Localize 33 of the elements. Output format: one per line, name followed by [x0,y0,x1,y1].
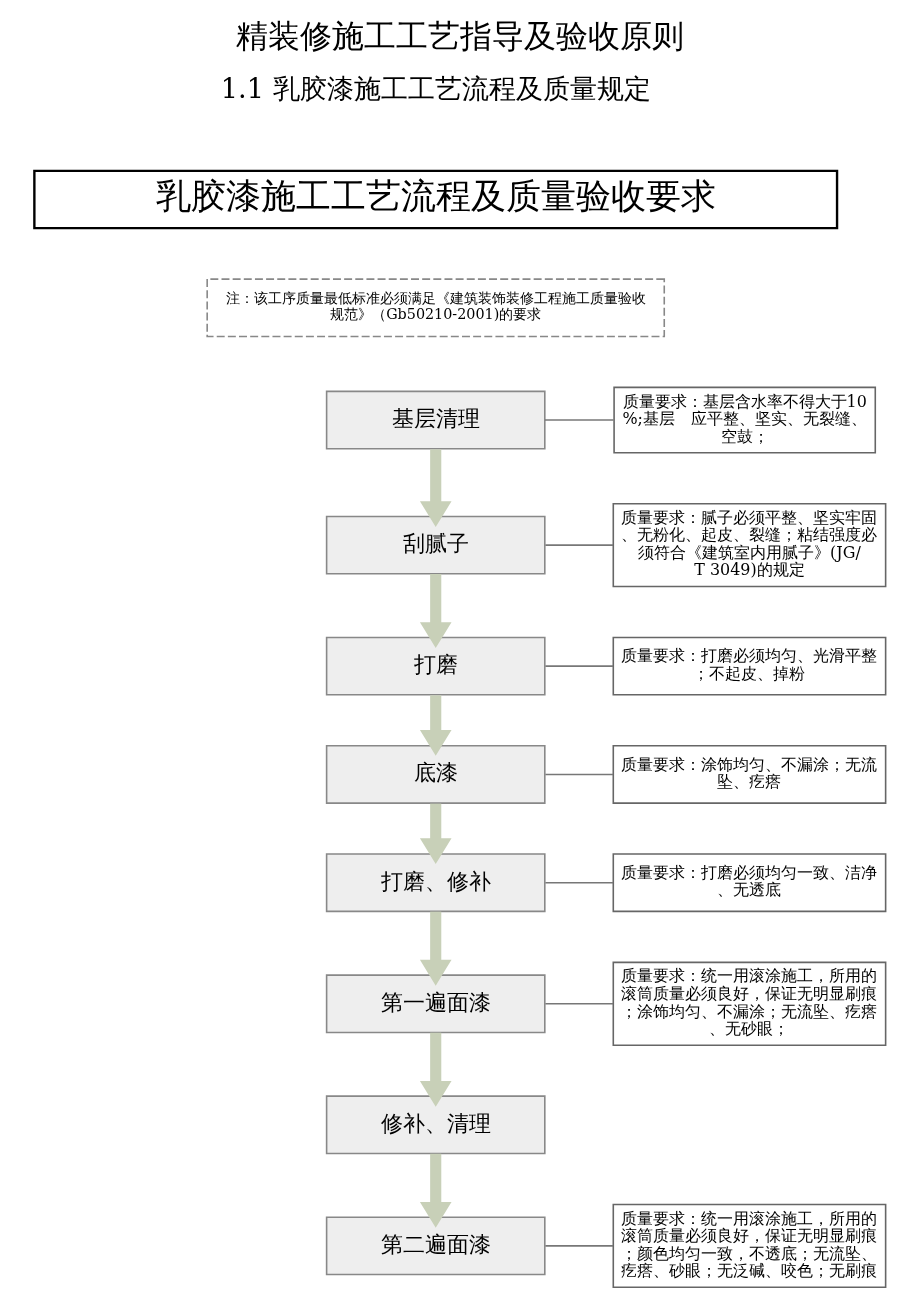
node-box: 乳胶漆施工工艺流程及质量验收要求 [33,169,839,230]
node-box: 第一遍面漆 [325,974,546,1034]
arrow [419,911,452,986]
node-box: 质量要求：打磨必须均匀一致、洁净、无透底 [612,853,887,913]
connector [544,1002,614,1005]
arrow [419,1153,452,1228]
arrow [419,803,452,864]
connector [544,1245,614,1247]
node-box: 基层清理 [325,390,546,450]
node-box: 质量要求：腻子必须平整、坚实牢固、无粉化、起皮、裂缝；粘结强度必须符合《建筑室内用腻子》(JG/T 3049)的规定 [612,502,887,588]
node-box: 底漆 [325,744,546,804]
node-box: 质量要求：打磨必须均匀、光滑平整；不起皮、掉粉 [612,636,887,696]
connector [544,773,614,776]
diagram-title: 精装修施工工艺指导及验收原则 [236,16,684,55]
node-box: 质量要求：基层含水率不得大于10%;基层 应平整、坚实、无裂缝、空鼓； [613,386,877,454]
arrow [419,574,452,649]
arrow [419,1032,452,1107]
node-box: 注：该工序质量最低标准必须满足《建筑装饰装修工程施工质量验收规范》（Gb50210-2001)的要求 [206,278,666,338]
node-box: 打磨 [325,636,546,696]
label: 1.1 乳胶漆施工工艺流程及质量规定 [220,72,651,104]
arrow [419,695,452,756]
connector [544,419,615,421]
connector [544,665,614,667]
node-box: 质量要求：统一用滚涂施工，所用的滚筒质量必须良好，保证无明显刷痕；颜色均匀一致，不透底；无流坠、疙瘩、砂眼；无泛碱、咬色；无刷痕 [612,1203,887,1289]
connector [544,881,614,884]
node-box: 修补、清理 [325,1095,546,1155]
node-box: 质量要求：涂饰均匀、不漏涂；无流坠、疙瘩 [612,744,887,804]
node-box: 打磨、修补 [325,853,546,913]
connector [544,544,614,546]
node-box: 第二遍面漆 [325,1216,546,1276]
arrow [419,449,452,528]
node-box: 质量要求：统一用滚涂施工，所用的滚筒质量必须良好，保证无明显刷痕；涂饰均匀、不漏涂；无流坠、疙瘩、无砂眼； [612,961,887,1046]
node-box: 刮腻子 [325,515,546,575]
